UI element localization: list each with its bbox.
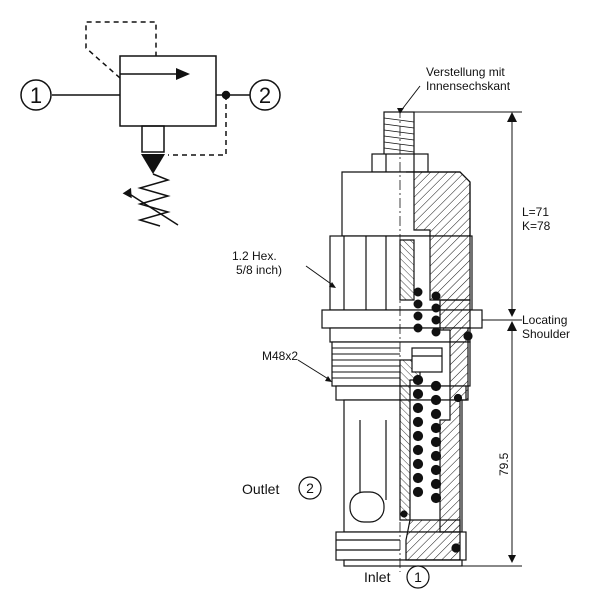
piston	[411, 347, 443, 373]
spring-stem	[141, 125, 165, 153]
outlet-port-number: 2	[306, 480, 314, 496]
inlet-label: Inlet	[364, 569, 391, 585]
svg-text:1: 1	[30, 83, 42, 108]
section-bottom	[405, 519, 461, 561]
upper-spring	[413, 287, 441, 337]
lower-spring	[412, 374, 442, 504]
dimension-lower-label: 79.5	[497, 452, 511, 476]
leader-lines	[297, 85, 421, 382]
section-upper	[406, 171, 471, 301]
adjustment-label-line1: Verstellung mit	[426, 65, 505, 79]
adjust-arrow	[127, 192, 179, 226]
section-left-wall	[399, 239, 415, 301]
length-label-line2: K=78	[522, 219, 551, 233]
hex-label-line2: 5/8 inch)	[236, 263, 282, 277]
pilot-line-bottom	[168, 95, 227, 156]
adjustment-label-line2: Innensechskant	[426, 79, 511, 93]
dimension-lines	[414, 111, 522, 567]
spring-zigzag	[137, 173, 171, 227]
inlet-port-circle	[406, 565, 430, 589]
outlet-port-circle	[298, 476, 322, 500]
shoulder-label-line1: Locating	[522, 313, 567, 327]
poppet-triangle	[141, 154, 165, 174]
hex-label-line1: 1.2 Hex.	[232, 249, 277, 263]
hydraulic-symbol	[52, 21, 250, 227]
pilot-line-top	[85, 21, 157, 79]
svg-text:2: 2	[259, 83, 271, 108]
shoulder-label-line2: Shoulder	[522, 327, 570, 341]
valve-box	[119, 55, 217, 127]
symbol-port-2: 2	[249, 79, 281, 111]
length-label-line1: L=71	[522, 205, 549, 219]
inlet-port-number: 1	[414, 569, 422, 585]
outlet-slot	[349, 491, 385, 523]
cartridge-valve	[321, 108, 483, 572]
thread-label: M48x2	[262, 349, 298, 363]
symbol-port-1: 1	[20, 79, 52, 111]
outlet-label: Outlet	[242, 481, 279, 497]
